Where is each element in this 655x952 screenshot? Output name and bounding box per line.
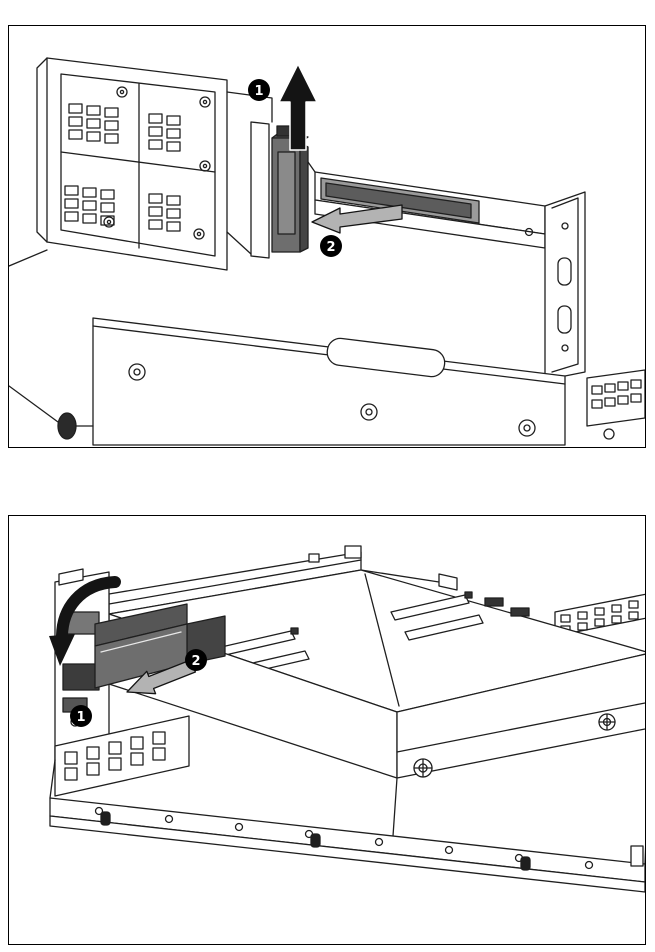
figure-2-illustration: 1 2 (49, 545, 645, 893)
side-vent (586, 369, 645, 440)
callout-1-badge: 1 (70, 705, 92, 727)
fan-cage (9, 57, 228, 271)
callout-2-badge: 2 (320, 235, 342, 257)
callout-2-badge: 2 (185, 649, 207, 671)
center-bracket (226, 91, 273, 259)
thumbscrew-right (598, 713, 616, 731)
expansion-bay (307, 161, 546, 249)
callout-2-label: 2 (326, 240, 335, 255)
lower-vent-panel (49, 715, 190, 799)
figure-1-frame: 1 2 (8, 25, 646, 448)
left-riser-bracket (54, 568, 226, 761)
callout-1-label: 1 (254, 84, 263, 99)
figure-1-illustration: 1 2 (9, 57, 645, 446)
figure-2-frame: 1 2 (8, 515, 646, 945)
thumbscrew-knob (57, 412, 77, 440)
rotate-arrow (49, 576, 121, 666)
right-chassis-wall (544, 191, 586, 381)
callout-2-label: 2 (191, 654, 200, 669)
lift-arrow (278, 63, 318, 151)
bottom-rail (49, 797, 645, 893)
rear-vent-grid (554, 593, 645, 637)
front-panel (9, 317, 566, 446)
thumbscrew-center (413, 758, 433, 778)
callout-1-badge: 1 (248, 79, 270, 101)
callout-1-label: 1 (76, 710, 85, 725)
slide-arrow (311, 204, 403, 234)
